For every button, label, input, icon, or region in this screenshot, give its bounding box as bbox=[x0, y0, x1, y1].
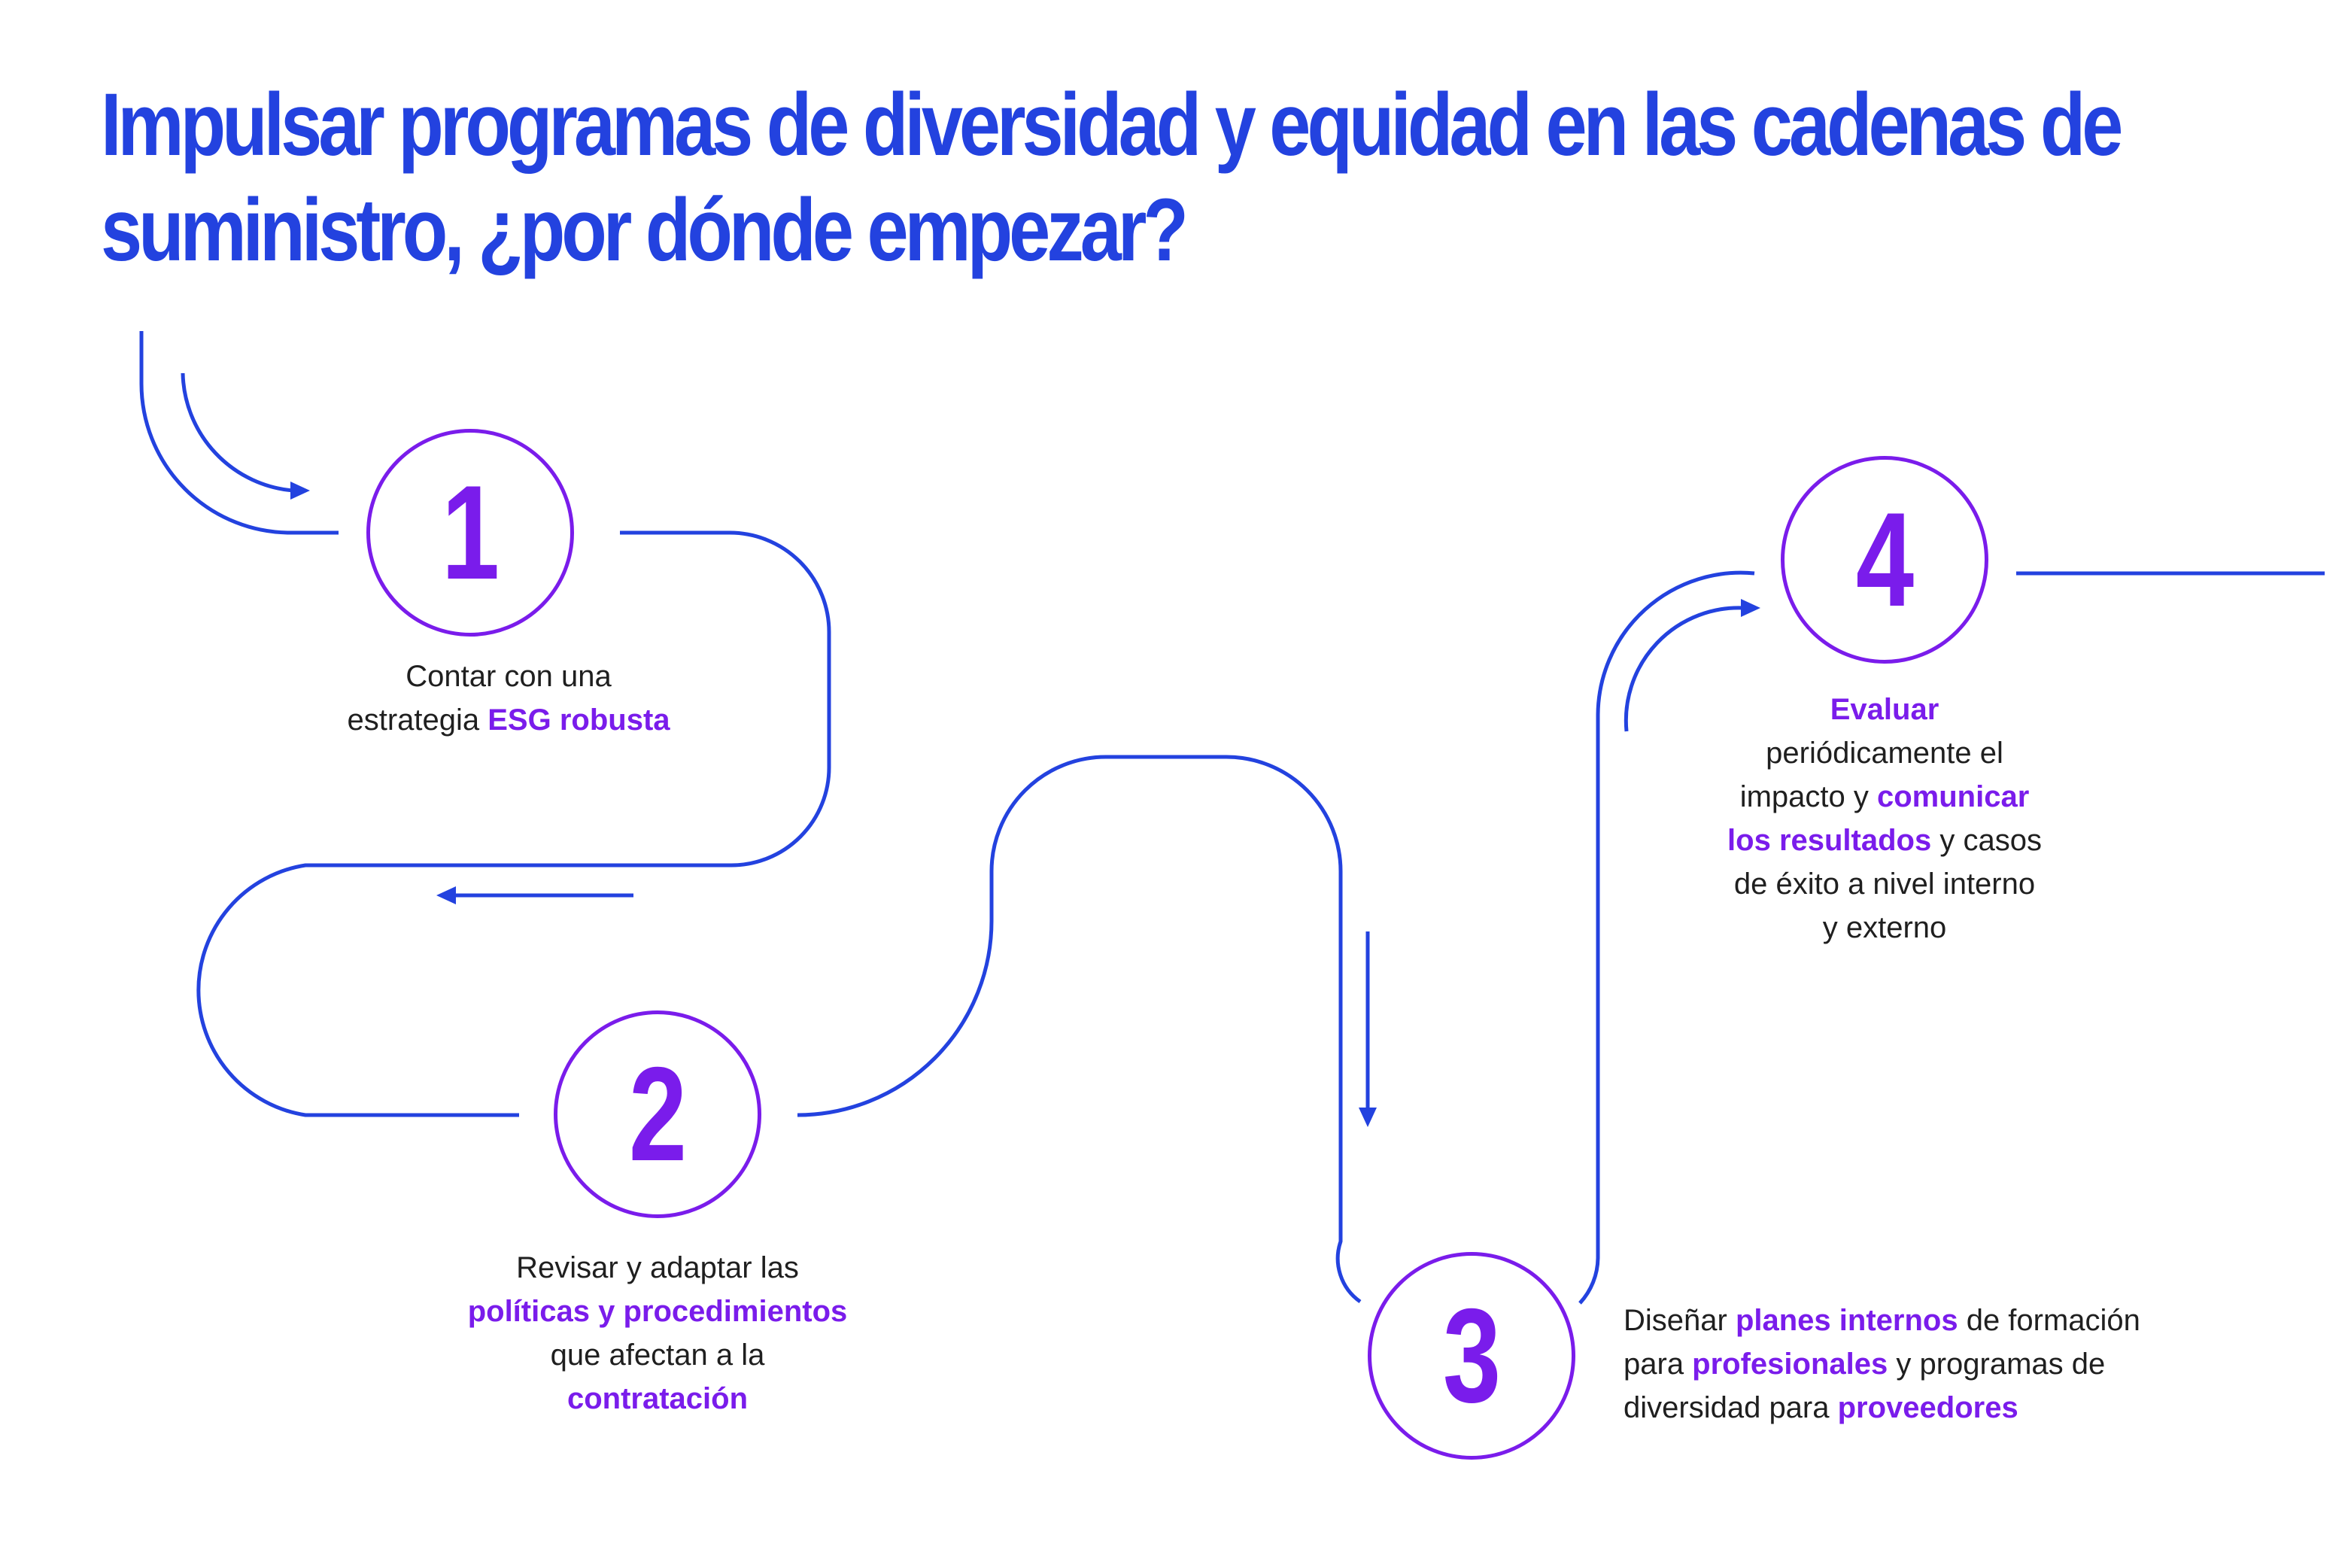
highlight-text: políticas y procedimientos bbox=[467, 1295, 848, 1328]
description-text: estrategia bbox=[347, 703, 488, 737]
arrow-down-icon bbox=[1359, 1108, 1377, 1127]
description-text: Diseñar bbox=[1624, 1304, 1736, 1337]
description-line: y externo bbox=[1621, 906, 2148, 950]
highlight-text: proveedores bbox=[1837, 1391, 2018, 1424]
step-2-description: Revisar y adaptar las políticas y procedi… bbox=[394, 1246, 921, 1421]
description-text: de éxito a nivel interno bbox=[1733, 868, 2036, 901]
description-line: Diseñar planes internos de formación bbox=[1624, 1299, 2301, 1342]
highlight-text: los resultados bbox=[1727, 824, 1932, 857]
arrow-left-icon bbox=[436, 886, 456, 904]
step-1-description: Contar con una estrategia ESG robusta bbox=[245, 655, 772, 742]
description-text: periódicamente el bbox=[1766, 737, 2003, 770]
description-line: políticas y procedimientos bbox=[394, 1290, 921, 1333]
path-start-arrow-curve bbox=[181, 372, 294, 493]
description-text: diversidad para bbox=[1624, 1391, 1838, 1424]
path-start-curve bbox=[139, 331, 339, 535]
description-line: Evaluar bbox=[1621, 688, 2148, 731]
arrow-right-icon-2 bbox=[1741, 599, 1760, 617]
highlight-text: ESG robusta bbox=[488, 703, 670, 737]
step-4-description: Evaluar periódicamente el impacto y comuni… bbox=[1621, 688, 2148, 950]
arrow-right-icon bbox=[290, 482, 310, 500]
description-line: impacto y comunicar bbox=[1621, 775, 2148, 819]
description-line: periódicamente el bbox=[1621, 731, 2148, 775]
description-text: y externo bbox=[1822, 911, 1947, 944]
description-text: para bbox=[1624, 1348, 1693, 1381]
step-2-circle: 2 bbox=[554, 1010, 761, 1218]
description-text: Contar con una bbox=[406, 660, 612, 693]
highlight-text: profesionales bbox=[1692, 1348, 1888, 1381]
description-text: y casos bbox=[1931, 824, 2042, 857]
description-text: Revisar y adaptar las bbox=[516, 1251, 799, 1284]
page-title: Impulsar programas de diversidad y equid… bbox=[101, 72, 2123, 283]
step-4-circle: 4 bbox=[1781, 456, 1988, 664]
description-line: diversidad para proveedores bbox=[1624, 1386, 2301, 1430]
highlight-text: comunicar bbox=[1877, 780, 2030, 813]
description-line: Revisar y adaptar las bbox=[394, 1246, 921, 1290]
description-text: impacto y bbox=[1739, 780, 1877, 813]
description-line: contratación bbox=[394, 1377, 921, 1421]
title-line-1: Impulsar programas de diversidad y equid… bbox=[101, 75, 2123, 175]
highlight-text: planes internos bbox=[1735, 1304, 1958, 1337]
description-line: estrategia ESG robusta bbox=[245, 698, 772, 742]
step-4-number: 4 bbox=[1855, 485, 1914, 634]
highlight-text: Evaluar bbox=[1830, 693, 1939, 726]
highlight-text: contratación bbox=[566, 1382, 749, 1415]
path-segment-3-4 bbox=[1578, 570, 1755, 1305]
step-3-number: 3 bbox=[1442, 1281, 1501, 1430]
description-line: para profesionales y programas de bbox=[1624, 1342, 2301, 1386]
description-line: los resultados y casos bbox=[1621, 819, 2148, 862]
path-up-arrow-curve bbox=[1624, 606, 1745, 732]
step-2-number: 2 bbox=[628, 1039, 687, 1189]
step-1-circle: 1 bbox=[366, 429, 574, 637]
description-line: que afectan a la bbox=[394, 1333, 921, 1377]
step-1-number: 1 bbox=[441, 457, 500, 607]
path-segment-1-2 bbox=[196, 530, 831, 1117]
description-text: y programas de bbox=[1888, 1348, 2106, 1381]
description-line: Contar con una bbox=[245, 655, 772, 698]
description-text: que afectan a la bbox=[550, 1339, 765, 1372]
step-3-circle: 3 bbox=[1368, 1252, 1575, 1460]
path-segment-2-3 bbox=[797, 755, 1362, 1304]
title-line-2: suministro, ¿por dónde empezar? bbox=[101, 181, 1189, 280]
description-text: de formación bbox=[1958, 1304, 2140, 1337]
description-line: de éxito a nivel interno bbox=[1621, 862, 2148, 906]
